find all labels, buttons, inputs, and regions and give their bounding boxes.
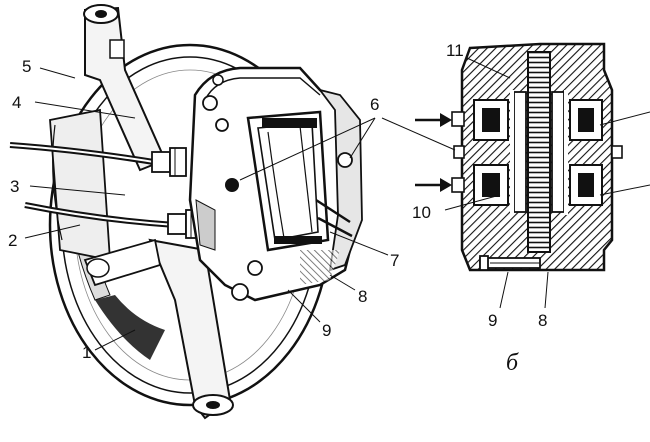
section-label: б <box>506 350 519 376</box>
retaining-pin <box>317 216 353 238</box>
piston-right-lower <box>569 164 603 206</box>
section-bottom-bolt <box>479 255 541 271</box>
pad-right <box>551 91 565 213</box>
pad-left <box>513 91 527 213</box>
callout-3: 3 <box>10 177 19 196</box>
callout-8-section: 8 <box>538 311 547 330</box>
shield-shadow <box>95 295 165 360</box>
flow-arrow-upper <box>415 113 452 127</box>
callout-5: 5 <box>22 57 31 76</box>
flow-arrow-lower <box>415 178 452 192</box>
caliper-rear-half <box>317 88 363 272</box>
caliper-section-view <box>415 42 650 272</box>
callout-2: 2 <box>8 231 17 250</box>
callout-labels: 1 2 3 4 5 6 7 8 9 8 9 10 11 б <box>8 41 547 376</box>
knuckle-body <box>49 108 111 262</box>
callout-leaders <box>24 57 549 351</box>
callout-1: 1 <box>82 343 91 362</box>
callout-8: 8 <box>358 287 367 306</box>
callout-11: 11 <box>446 41 464 60</box>
caliper-bolts <box>202 74 353 301</box>
callout-6: 6 <box>370 95 379 114</box>
callout-10: 10 <box>412 203 431 222</box>
callout-9-section: 9 <box>488 311 497 330</box>
callout-9: 9 <box>322 321 331 340</box>
brake-disc-section <box>527 51 551 253</box>
hose-fitting-upper <box>151 147 187 177</box>
callout-7: 7 <box>390 251 399 270</box>
perspective-brake-view <box>9 4 363 420</box>
callout-4: 4 <box>12 93 21 112</box>
